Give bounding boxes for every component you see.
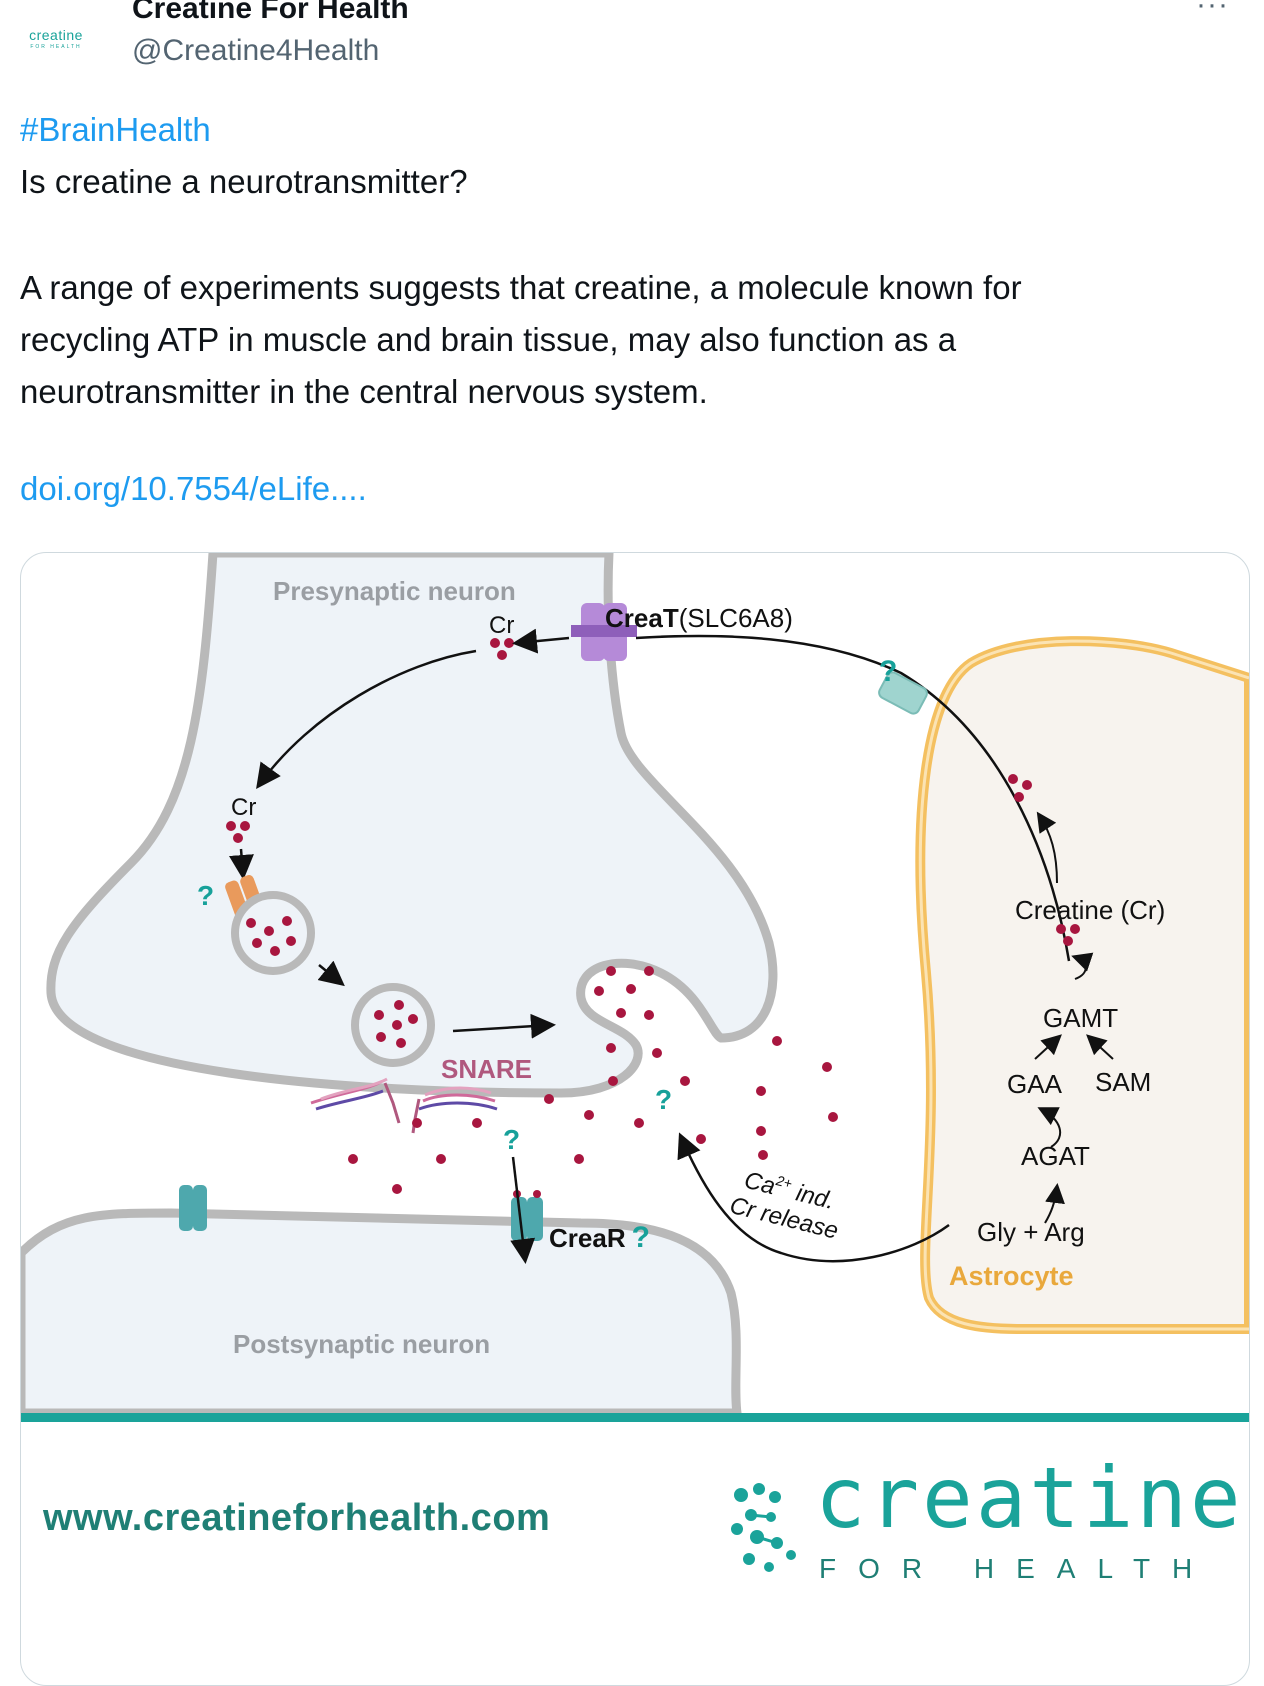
avatar-logo-subtext: FOR HEALTH — [30, 43, 82, 50]
sam-label: SAM — [1095, 1067, 1151, 1097]
creat-transporter — [571, 603, 637, 661]
creatine-cr-label: Creatine (Cr) — [1015, 895, 1165, 925]
paragraph-line: neurotransmitter in the central nervous … — [20, 373, 708, 410]
brand-subtitle: FOR HEALTH — [819, 1553, 1215, 1584]
postsynaptic-label: Postsynaptic neuron — [233, 1329, 490, 1359]
cr-left-label: Cr — [231, 794, 256, 821]
display-name[interactable]: Creatine For Health — [132, 0, 409, 25]
svg-text:?: ? — [503, 1124, 520, 1155]
crear-label: CreaR? — [549, 1221, 650, 1254]
cr-top-dots — [490, 638, 514, 660]
more-icon[interactable]: ··· — [1196, 0, 1229, 21]
paragraph-line: A range of experiments suggests that cre… — [20, 269, 1022, 306]
tweet-question: Is creatine a neurotransmitter? — [20, 163, 468, 200]
tweet-paragraph: A range of experiments suggests that cre… — [20, 262, 1220, 418]
crear-receptor — [511, 1190, 543, 1241]
footer-divider — [21, 1413, 1249, 1422]
avatar[interactable]: creatine FOR HEALTH — [10, 8, 102, 68]
svg-text:?: ? — [197, 880, 214, 911]
question-mark: ? — [879, 655, 897, 688]
website-url: www.creatineforhealth.com — [43, 1497, 551, 1539]
astrocyte-label: Astrocyte — [949, 1261, 1074, 1291]
hashtag-link[interactable]: #BrainHealth — [20, 111, 211, 148]
presynaptic-label: Presynaptic neuron — [273, 576, 516, 606]
astrocyte-channel — [878, 671, 928, 715]
gly-arg-label: Gly + Arg — [977, 1217, 1085, 1247]
cleft-creatine-dots — [348, 966, 838, 1194]
postsynaptic-channel — [179, 1185, 207, 1231]
agat-label: AGAT — [1021, 1141, 1090, 1171]
media-image[interactable]: Presynaptic neuron Postsynaptic neuron C… — [20, 552, 1250, 1686]
tweet-body: #BrainHealth Is creatine a neurotransmit… — [20, 104, 1220, 208]
creat-label: CreaT(SLC6A8) — [605, 603, 793, 633]
postsynaptic-neuron — [21, 1208, 743, 1418]
gaa-label: GAA — [1007, 1069, 1063, 1099]
synapse-diagram: Presynaptic neuron Postsynaptic neuron C… — [21, 553, 1249, 1422]
snare-label: SNARE — [441, 1054, 532, 1084]
gamt-label: GAMT — [1043, 1003, 1118, 1033]
brand-logo-icon — [731, 1483, 796, 1572]
presynaptic-neuron — [46, 553, 778, 1098]
doi-link[interactable]: doi.org/10.7554/eLife.... — [20, 470, 367, 507]
avatar-logo-text: creatine — [29, 26, 83, 43]
cr-top-label: Cr — [489, 612, 514, 639]
svg-text:?: ? — [655, 1084, 672, 1115]
user-handle[interactable]: @Creatine4Health — [132, 34, 380, 67]
astrocyte-body — [915, 636, 1249, 1334]
brand-word: creatine — [815, 1449, 1244, 1547]
paragraph-line: recycling ATP in muscle and brain tissue… — [20, 321, 957, 358]
